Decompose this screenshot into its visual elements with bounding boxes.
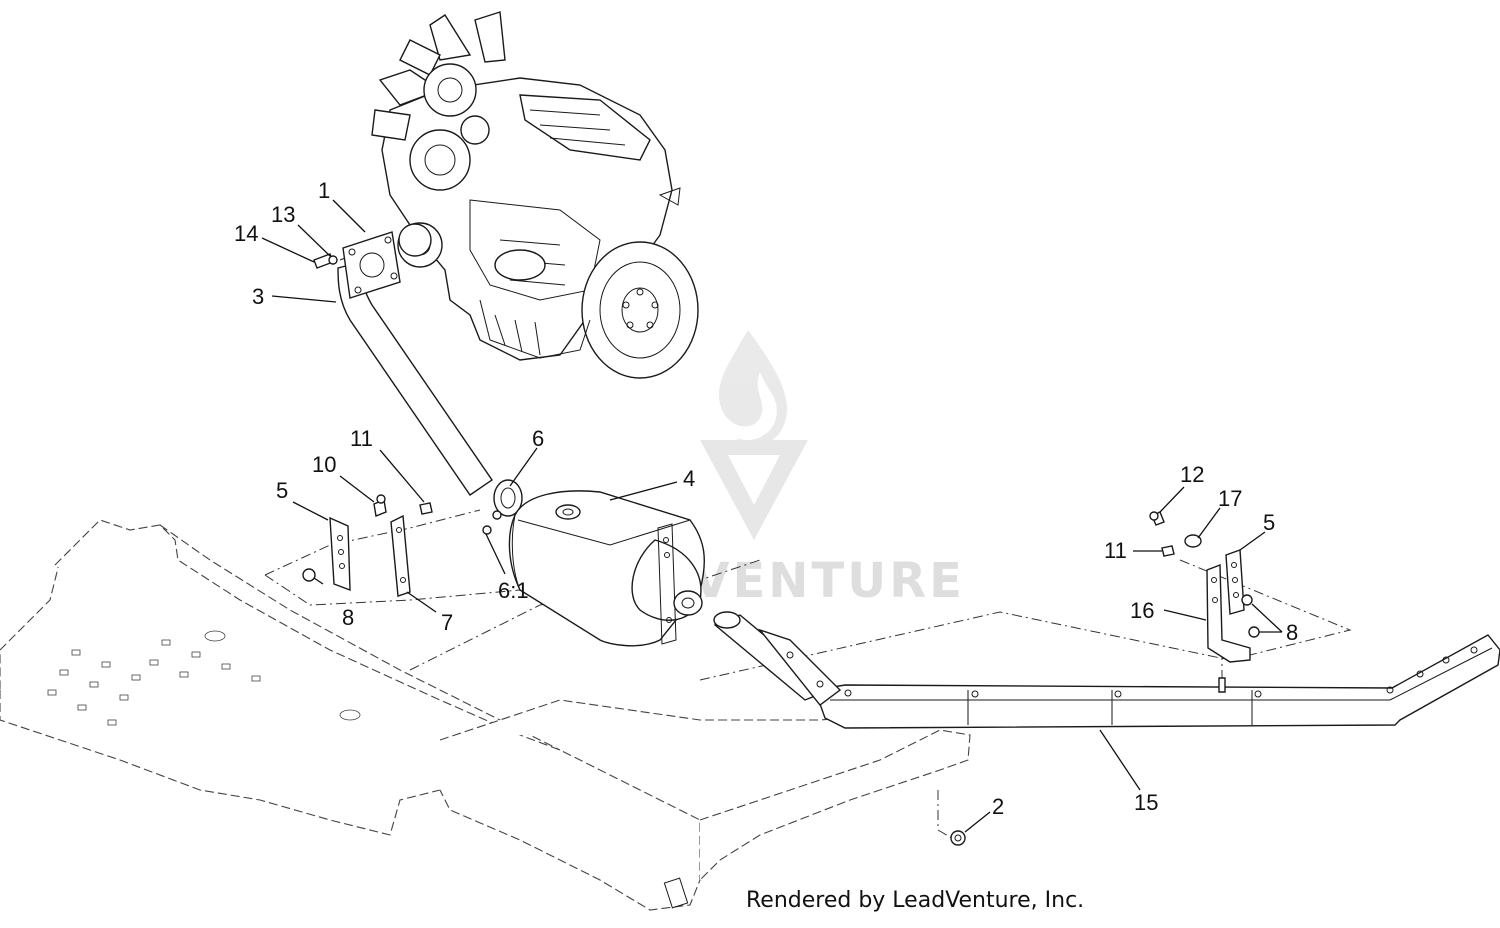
callout-5-left: 5 bbox=[276, 478, 288, 503]
callout-13: 13 bbox=[271, 202, 295, 227]
callout-6: 6 bbox=[532, 426, 544, 451]
callout-8-left: 8 bbox=[342, 605, 354, 630]
bracket-16 bbox=[1206, 563, 1251, 663]
callouts: 1 13 14 3 11 10 5 6 4 8 7 6:1 12 17 11 5… bbox=[234, 178, 1298, 819]
washer-17 bbox=[1184, 534, 1202, 548]
callout-17: 17 bbox=[1218, 486, 1242, 511]
bolt-14 bbox=[313, 253, 338, 269]
leader-lines bbox=[261, 199, 1283, 833]
callout-12: 12 bbox=[1180, 462, 1204, 487]
callout-10: 10 bbox=[312, 452, 336, 477]
muffler bbox=[508, 490, 705, 647]
callout-15: 15 bbox=[1134, 790, 1158, 815]
callout-4: 4 bbox=[683, 466, 695, 491]
strap-7 bbox=[390, 514, 411, 597]
nut-8-left bbox=[302, 568, 316, 582]
callout-5-right: 5 bbox=[1263, 510, 1275, 535]
exhaust-clamp bbox=[482, 479, 523, 535]
frame-holes bbox=[47, 630, 361, 726]
leadventure-flame-logo bbox=[718, 330, 788, 446]
callout-7: 7 bbox=[441, 610, 453, 635]
bracket-5-right bbox=[1225, 549, 1245, 615]
nut-2 bbox=[950, 830, 966, 846]
callout-8-right: 8 bbox=[1286, 620, 1298, 645]
bolt-11-left bbox=[419, 502, 433, 515]
callout-3: 3 bbox=[252, 284, 264, 309]
leadventure-v-mark bbox=[700, 440, 808, 540]
callout-6-1: 6:1 bbox=[498, 578, 529, 603]
engine bbox=[371, 11, 699, 379]
bolt-10 bbox=[373, 494, 387, 517]
render-credit: Rendered by LeadVenture, Inc. bbox=[746, 888, 1085, 913]
nut-8-right bbox=[1241, 594, 1260, 638]
bolt-11-right bbox=[1161, 545, 1175, 557]
callout-16: 16 bbox=[1130, 598, 1154, 623]
bracket-5-left bbox=[329, 516, 351, 592]
callout-2: 2 bbox=[992, 794, 1004, 819]
exhaust-flange bbox=[342, 231, 401, 299]
callout-11-right: 11 bbox=[1104, 538, 1127, 563]
callout-1: 1 bbox=[318, 178, 330, 203]
bolt-12 bbox=[1149, 511, 1165, 526]
pin-bolt-bumper bbox=[1218, 677, 1226, 693]
bumper-tube-15 bbox=[757, 628, 1500, 729]
chassis-frame bbox=[0, 519, 971, 911]
callout-14: 14 bbox=[234, 221, 258, 246]
callout-11-left: 11 bbox=[350, 426, 373, 451]
